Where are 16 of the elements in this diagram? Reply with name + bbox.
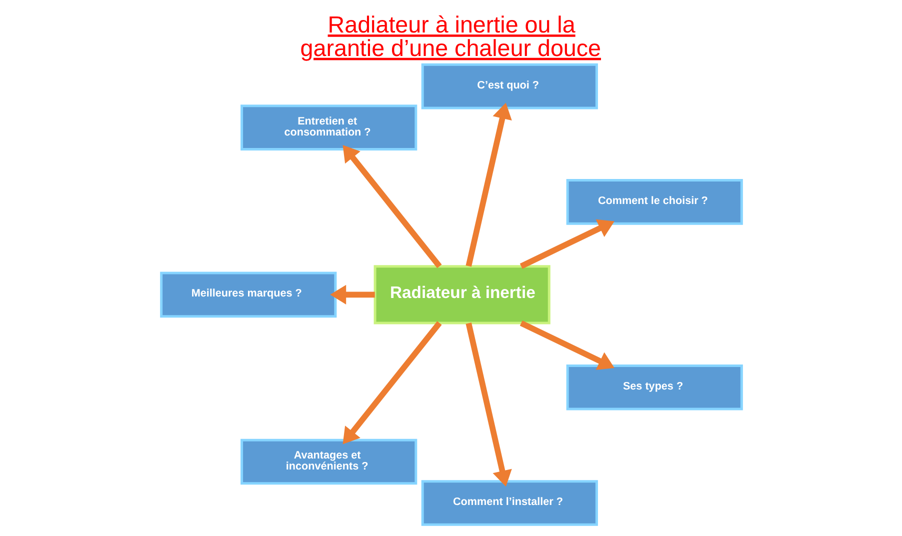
node-box: Entretien et consommation ? <box>240 104 417 150</box>
arrow <box>519 320 614 370</box>
arrow <box>465 322 512 487</box>
diagram-title: Radiateur à inertie ou la garantie d’une chaleur douce <box>300 12 601 61</box>
node-box: Meilleures marques ? <box>160 272 336 318</box>
node-box: Ses types ? <box>566 364 742 410</box>
arrow <box>330 284 374 304</box>
arrow <box>342 145 442 268</box>
node-box: C’est quoi ? <box>420 63 598 110</box>
arrow <box>342 321 442 444</box>
node-box: Avantages et inconvénients ? <box>240 438 417 485</box>
arrow <box>465 102 512 267</box>
node-box: Comment l’installer ? <box>420 480 598 526</box>
arrow <box>519 219 614 269</box>
node-box: Comment le choisir ? <box>566 179 742 225</box>
node-box: Radiateur à inertie <box>373 265 550 324</box>
